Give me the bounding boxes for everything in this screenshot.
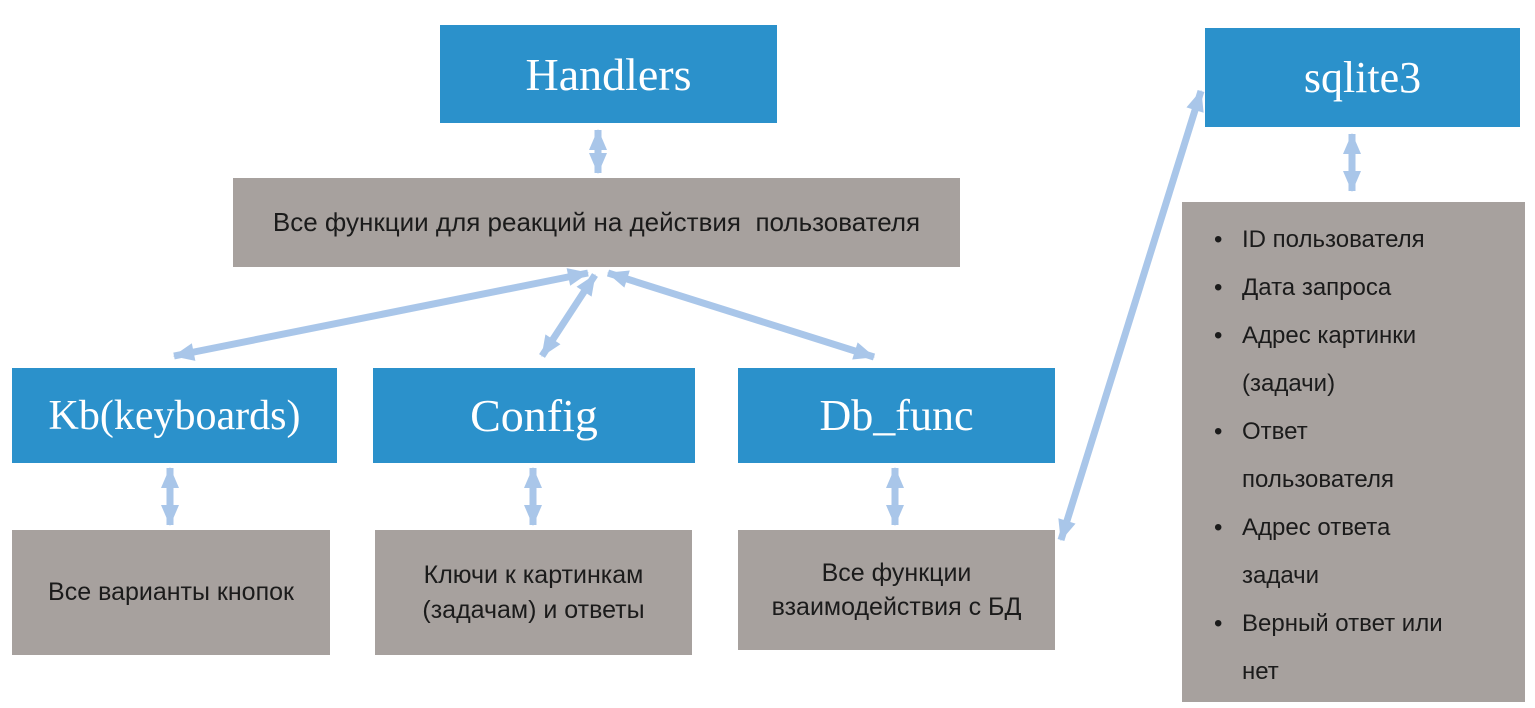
kb-description-text: Все варианты кнопок [48,578,294,606]
db-func-description-text: Все функции взаимодействия с БД [771,558,1022,622]
arrow-desc-config [539,273,598,358]
sqlite3-field-item: ID пользователя [1182,216,1525,264]
sqlite3-field-item: Дата запроса [1182,264,1525,312]
node-handlers: Handlers [440,25,777,123]
node-handlers-label: Handlers [525,48,692,100]
node-sqlite3: sqlite3 [1205,28,1520,127]
node-db-func: Db_func [738,368,1055,463]
node-db-func-description: Все функции взаимодействия с БД [738,530,1055,650]
node-handlers-description: Все функции для реакций на действия поль… [233,178,960,267]
config-description-text: Ключи к картинкам (задачам) и ответы [422,561,645,624]
arrow-dbfunc-sqlite [1057,89,1205,542]
node-kb: Kb(keyboards) [12,368,337,463]
node-kb-description: Все варианты кнопок [12,530,330,655]
node-sqlite3-fields: ID пользователяДата запросаАдрес картинк… [1182,202,1525,702]
sqlite3-fields-list: ID пользователяДата запросаАдрес картинк… [1182,202,1525,696]
node-config-label: Config [470,390,598,441]
handlers-description-text: Все функции для реакций на действия поль… [272,207,921,237]
sqlite3-field-item: Верный ответ или нет [1182,600,1525,696]
node-kb-label: Kb(keyboards) [48,392,301,439]
node-db-func-label: Db_func [819,391,974,440]
sqlite3-field-item: Адрес картинки (задачи) [1182,312,1525,408]
arrow-desc-kb [173,268,589,361]
node-sqlite3-label: sqlite3 [1303,53,1422,102]
arrow-desc-dbfunc [606,269,876,361]
sqlite3-field-item: Ответ пользователя [1182,408,1525,504]
node-config: Config [373,368,695,463]
sqlite3-field-item: Адрес ответа задачи [1182,504,1525,600]
node-config-description: Ключи к картинкам (задачам) и ответы [375,530,692,655]
